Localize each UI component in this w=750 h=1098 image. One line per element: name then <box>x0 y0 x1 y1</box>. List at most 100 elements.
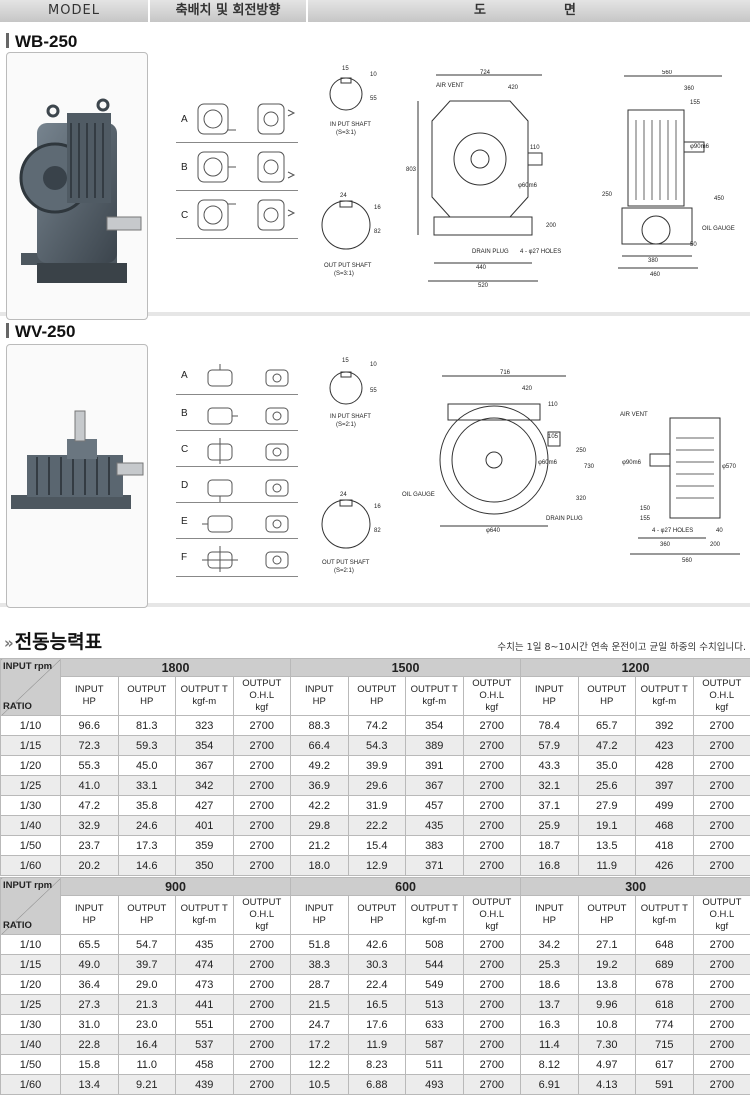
value-cell: 591 <box>635 1074 694 1095</box>
svg-text:105: 105 <box>548 434 559 440</box>
svg-text:OUT PUT SHAFT: OUT PUT SHAFT <box>322 560 370 566</box>
value-cell: 468 <box>635 815 694 836</box>
value-cell: 78.4 <box>520 715 579 736</box>
svg-text:450: 450 <box>714 196 725 202</box>
value-cell: 2700 <box>232 934 292 955</box>
svg-text:10: 10 <box>370 362 377 368</box>
value-cell: 367 <box>405 775 464 796</box>
value-cell: 2700 <box>232 835 291 856</box>
svg-text:560: 560 <box>662 70 673 76</box>
value-cell: 8.12 <box>520 1054 579 1075</box>
value-cell: 2700 <box>232 855 291 876</box>
value-cell: 774 <box>635 1014 694 1035</box>
value-cell: 499 <box>635 795 694 816</box>
value-cell: 21.2 <box>290 835 349 856</box>
wv-arrangement-row-a: A <box>176 358 298 395</box>
svg-text:IN PUT SHAFT: IN PUT SHAFT <box>330 414 371 420</box>
value-cell: 633 <box>405 1014 464 1035</box>
svg-text:360: 360 <box>660 542 671 548</box>
value-cell: 11.9 <box>347 1034 407 1055</box>
value-cell: 2700 <box>462 815 521 836</box>
value-cell: 23.7 <box>60 835 119 856</box>
wv-title: WV-250 <box>6 322 75 342</box>
value-cell: 2700 <box>462 775 521 796</box>
ratio-cell: 1/30 <box>0 795 61 816</box>
rpm-header-cell: 300 <box>520 877 750 896</box>
svg-text:(S=3:1): (S=3:1) <box>334 271 354 277</box>
value-cell: 29.6 <box>347 775 406 796</box>
value-cell: 13.7 <box>520 994 579 1015</box>
ratio-cell: 1/40 <box>0 815 61 836</box>
svg-text:82: 82 <box>374 528 381 534</box>
value-cell: 17.6 <box>347 1014 407 1035</box>
value-cell: 39.9 <box>347 755 406 776</box>
wb-output-shaft-drawing: 24 16 82 OUT PUT SHAFT (S=3:1) <box>321 193 381 277</box>
value-cell: 359 <box>175 835 234 856</box>
value-cell: 2700 <box>692 815 750 836</box>
wv-position-label: C <box>181 444 189 455</box>
value-cell: 9.96 <box>577 994 637 1015</box>
value-cell: 2700 <box>692 934 750 955</box>
value-cell: 2700 <box>232 715 291 736</box>
value-cell: 17.3 <box>117 835 176 856</box>
value-cell: 74.2 <box>347 715 406 736</box>
performance-table-note: 수치는 1일 8~10시간 연속 운전이고 균일 하중의 수치입니다. <box>497 642 746 653</box>
value-cell: 11.0 <box>117 1054 176 1075</box>
value-cell: 25.6 <box>577 775 636 796</box>
value-cell: 16.8 <box>520 855 579 876</box>
value-cell: 2700 <box>462 735 521 756</box>
value-cell: 27.3 <box>60 994 119 1015</box>
svg-text:110: 110 <box>548 402 558 408</box>
value-cell: 65.7 <box>577 715 636 736</box>
value-cell: 39.7 <box>117 954 176 975</box>
svg-text:110: 110 <box>530 145 540 151</box>
wv-position-label: B <box>181 408 188 419</box>
value-cell: 33.1 <box>117 775 176 796</box>
value-cell: 508 <box>405 934 464 955</box>
svg-text:82: 82 <box>374 229 381 235</box>
svg-text:803: 803 <box>406 167 417 173</box>
value-cell: 13.5 <box>577 835 636 856</box>
svg-text:φ60m6: φ60m6 <box>518 183 538 189</box>
value-cell: 22.2 <box>347 815 406 836</box>
svg-text:(S=2:1): (S=2:1) <box>334 568 354 574</box>
corner-ratio-label: RATIO <box>3 701 32 712</box>
svg-text:(S=2:1): (S=2:1) <box>336 422 356 428</box>
value-cell: 72.3 <box>60 735 119 756</box>
svg-text:320: 320 <box>576 496 587 502</box>
svg-text:OIL GAUGE: OIL GAUGE <box>702 226 735 232</box>
svg-text:55: 55 <box>370 388 377 394</box>
value-cell: 2700 <box>692 994 750 1015</box>
svg-text:420: 420 <box>508 85 519 91</box>
value-cell: 513 <box>405 994 464 1015</box>
value-cell: 2700 <box>692 735 750 756</box>
wv-arrangement-row-d: D <box>176 468 298 503</box>
value-cell: 30.3 <box>347 954 407 975</box>
value-cell: 458 <box>175 1054 234 1075</box>
value-cell: 2700 <box>232 1014 292 1035</box>
ratio-cell: 1/60 <box>0 1074 61 1095</box>
value-cell: 96.6 <box>60 715 119 736</box>
svg-text:155: 155 <box>640 516 651 522</box>
value-cell: 457 <box>405 795 464 816</box>
value-cell: 42.2 <box>290 795 349 816</box>
value-cell: 2700 <box>232 735 291 756</box>
value-cell: 2700 <box>692 755 750 776</box>
value-cell: 2700 <box>462 1074 522 1095</box>
value-cell: 441 <box>175 994 234 1015</box>
value-cell: 587 <box>405 1034 464 1055</box>
value-cell: 2700 <box>232 974 292 995</box>
value-cell: 2700 <box>462 1034 522 1055</box>
value-cell: 13.4 <box>60 1074 119 1095</box>
value-cell: 10.8 <box>577 1014 637 1035</box>
ratio-cell: 1/15 <box>0 735 61 756</box>
